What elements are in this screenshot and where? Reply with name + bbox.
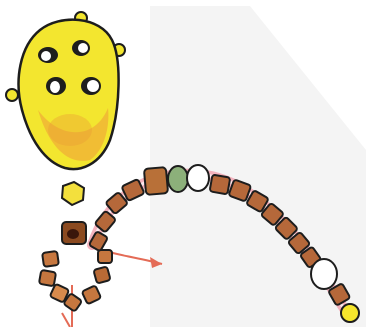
hole-icon: [46, 77, 66, 95]
dark-cell-icon: [62, 222, 86, 244]
hole-icon: [38, 47, 58, 63]
yellow-bud-icon: [62, 182, 84, 205]
hole-icon: [81, 77, 101, 95]
yellow-head-icon: [6, 12, 125, 169]
hole-icon: [72, 40, 90, 56]
short-filament-icon: [39, 250, 112, 312]
